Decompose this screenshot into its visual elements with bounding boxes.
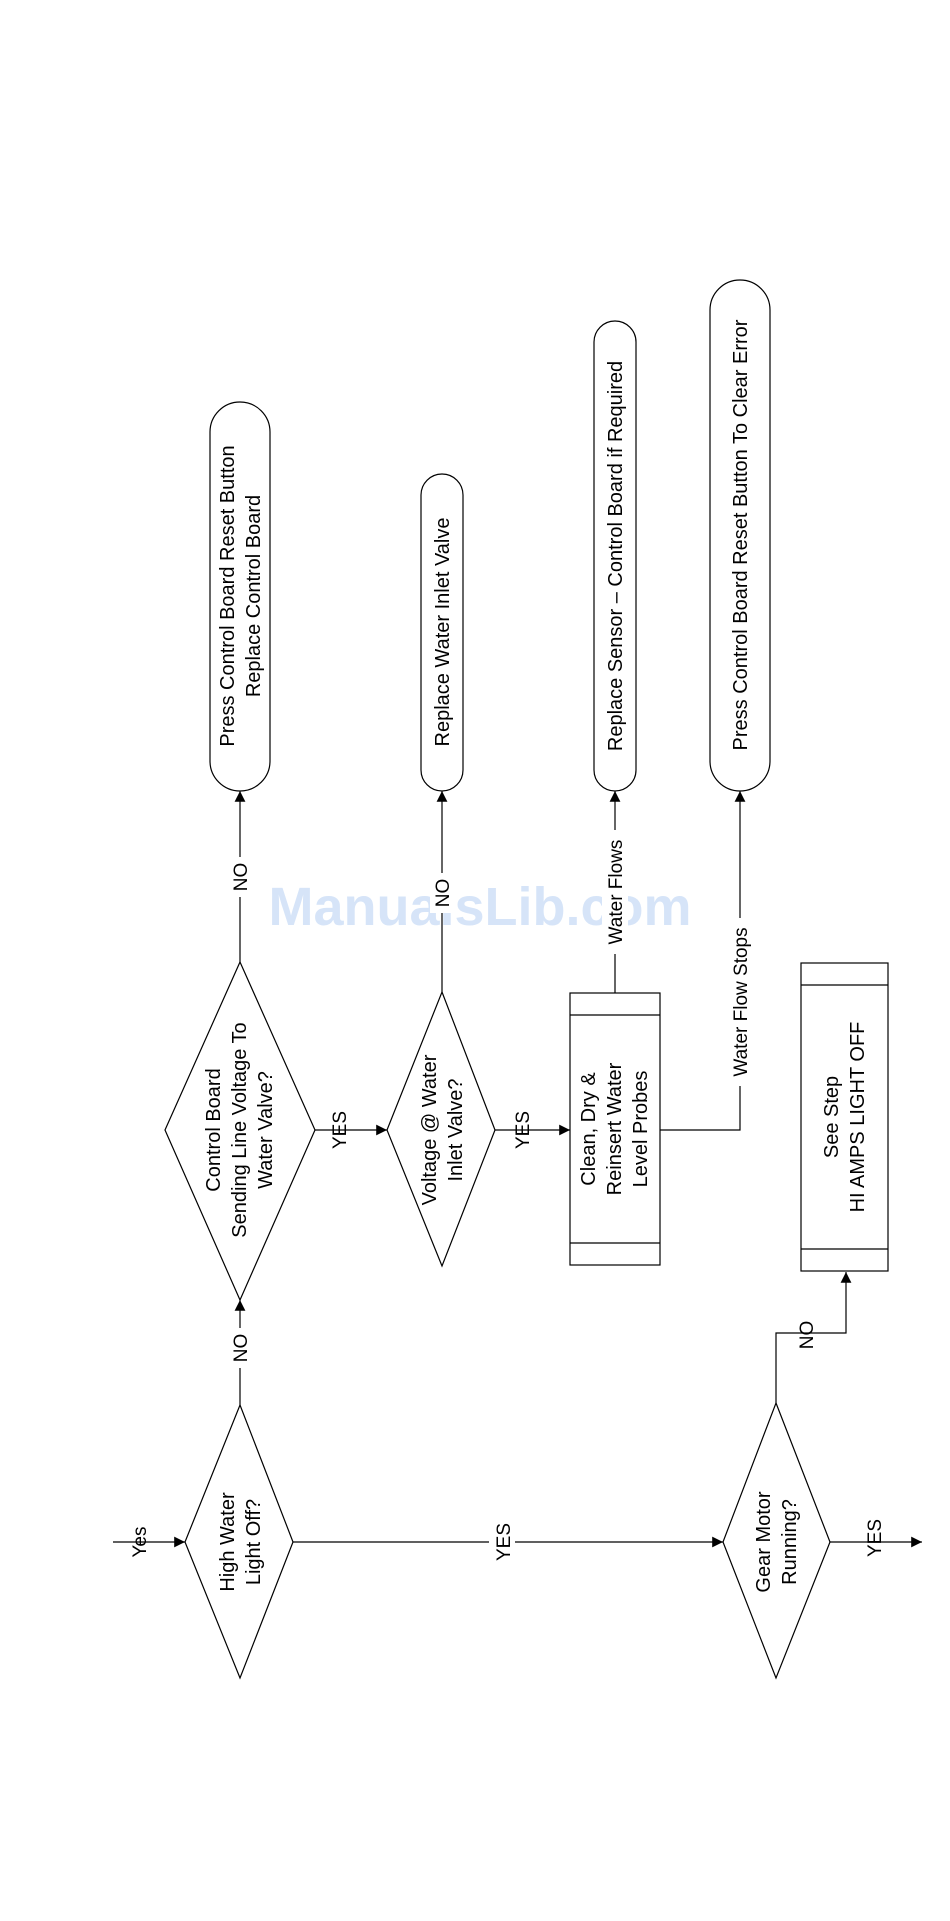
water-flow-stops-line <box>660 791 746 1131</box>
svg-text:Clean, Dry &: Clean, Dry & <box>578 1072 600 1186</box>
decision-gear-motor: Gear Motor Running? <box>722 1401 831 1680</box>
svg-text:High Water: High Water <box>217 1492 239 1592</box>
svg-text:NO: NO <box>797 1321 818 1350</box>
svg-text:See Step: See Step <box>821 1076 843 1158</box>
svg-text:NO: NO <box>231 863 252 892</box>
svg-text:Light Off?: Light Off? <box>243 1499 265 1585</box>
svg-text:Water Flows: Water Flows <box>606 840 627 945</box>
svg-text:NO: NO <box>231 1334 252 1363</box>
label-high-water-yes: YES <box>489 1518 515 1566</box>
label-control-board-yes: YES <box>330 1111 351 1149</box>
svg-text:Water Flow Stops: Water Flow Stops <box>731 927 752 1076</box>
svg-text:YES: YES <box>330 1111 351 1149</box>
svg-text:Running?: Running? <box>779 1499 801 1585</box>
terminal-replace-control-board: Press Control Board Reset Button Replace… <box>209 401 271 792</box>
label-entry-yes: Yes <box>130 1527 151 1558</box>
label-gear-motor-no: NO <box>797 1321 818 1350</box>
gear-motor-no-line <box>775 1272 852 1403</box>
svg-text:YES: YES <box>865 1519 886 1557</box>
svg-text:Reinsert Water: Reinsert Water <box>604 1062 626 1195</box>
svg-text:Sending Line Voltage To: Sending Line Voltage To <box>229 1022 251 1237</box>
svg-text:Level Probes: Level Probes <box>630 1071 652 1188</box>
svg-text:Press Control Board Reset Butt: Press Control Board Reset Button To Clea… <box>730 319 752 750</box>
svg-text:Replace Water Inlet Valve: Replace Water Inlet Valve <box>432 518 454 747</box>
svg-text:Replace Control Board: Replace Control Board <box>243 495 265 697</box>
svg-text:NO: NO <box>433 879 454 908</box>
svg-text:YES: YES <box>494 1523 515 1561</box>
label-voltage-no: NO <box>430 873 454 913</box>
decision-high-water: High Water Light Off? <box>184 1403 294 1680</box>
svg-text:Voltage @ Water: Voltage @ Water <box>419 1054 441 1205</box>
svg-text:Press Control Board Reset Butt: Press Control Board Reset Button <box>217 445 239 746</box>
process-clean-probes: Clean, Dry & Reinsert Water Level Probes <box>569 992 661 1266</box>
svg-text:Water Valve?: Water Valve? <box>255 1071 277 1189</box>
svg-text:HI AMPS LIGHT OFF: HI AMPS LIGHT OFF <box>847 1022 869 1213</box>
svg-text:Inlet Valve?: Inlet Valve? <box>445 1078 467 1181</box>
label-voltage-yes: YES <box>513 1111 534 1149</box>
label-high-water-no: NO <box>228 1328 252 1368</box>
svg-text:Gear Motor: Gear Motor <box>753 1491 775 1592</box>
svg-text:Control Board: Control Board <box>203 1068 225 1191</box>
label-gear-motor-yes: YES <box>865 1519 886 1557</box>
watermark: ManualsLib.com <box>268 877 691 937</box>
label-water-flow-stops: Water Flow Stops <box>727 918 753 1086</box>
process-see-step: See Step HI AMPS LIGHT OFF <box>800 962 889 1272</box>
label-water-flows: Water Flows <box>602 830 628 954</box>
terminal-clear-error: Press Control Board Reset Button To Clea… <box>709 279 771 792</box>
terminal-replace-sensor: Replace Sensor – Control Board if Requir… <box>593 320 637 792</box>
decision-control-board: Control Board Sending Line Voltage To Wa… <box>164 960 316 1302</box>
svg-text:YES: YES <box>513 1111 534 1149</box>
decision-voltage-valve: Voltage @ Water Inlet Valve? <box>386 990 496 1268</box>
terminal-replace-water-inlet-valve: Replace Water Inlet Valve <box>420 473 464 792</box>
svg-text:Replace Sensor – Control Board: Replace Sensor – Control Board if Requir… <box>605 361 627 751</box>
svg-text:Yes: Yes <box>130 1527 151 1558</box>
label-control-board-no: NO <box>228 857 252 897</box>
